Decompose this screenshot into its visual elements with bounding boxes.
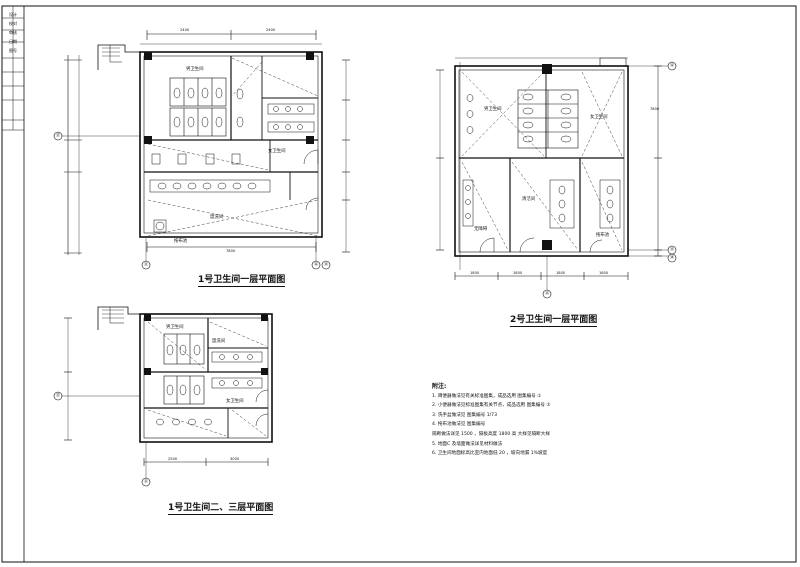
note-item: 2. 小便器做法见标准图集有关节点，成品选用 图集编号 ② <box>432 403 551 409</box>
plan-1-dim-bottom: 7800 <box>226 249 236 253</box>
plan-1-dim-top-2: 2400 <box>266 28 276 32</box>
plan-1-columns <box>144 52 314 144</box>
note-item: 4. 拖布池做法见 图集编号 <box>432 422 486 428</box>
plan-2-title: 1号卫生间二、三层平面图 <box>168 503 274 515</box>
plan-2-dim-bottom-1: 2500 <box>168 457 178 461</box>
plan-3-room-mop: 拖布池 <box>596 231 610 238</box>
plan-1-room-mop: 拖布池 <box>174 237 188 244</box>
plan-3-axis-right-1: ⑫ <box>670 62 675 69</box>
plan-1-axis-bottom-2: ⑫ <box>314 261 319 268</box>
plan-3-room-barrier-free: 无障碍 <box>474 225 488 232</box>
note-item: 5. 地面C 及墙面做法详见材料做法 <box>432 441 503 447</box>
note-item: 隔断做法详见 1500 ，隔板高度 1800 高 大样见隔断大样 <box>432 431 550 437</box>
plan-2-room-male: 男卫生间 <box>166 323 184 330</box>
title-strip-label: 设计 <box>9 12 17 17</box>
title-strip-label: 日期 <box>9 39 17 44</box>
plan-3-room-male: 男卫生间 <box>484 105 502 112</box>
plan-3-dim-bottom-1: 1800 <box>470 271 480 275</box>
plan-2-drawing <box>64 306 273 478</box>
plan-1-title: 1号卫生间一层平面图 <box>198 275 286 287</box>
plan-3-drawing <box>436 57 668 290</box>
plan-3-title: 2号卫生间一层平面图 <box>510 315 598 327</box>
plan-3-axis-right-2: ⑬ <box>670 246 675 253</box>
plan-1-drawing <box>64 30 350 255</box>
notes-block: 附注: 1. 蹲便器做法见有关标准图集，成品选用 图集编号 ① 2. 小便器做法… <box>432 382 551 459</box>
inner-border <box>23 5 797 563</box>
sheet-border <box>1 5 797 563</box>
plan-3-axis-bubbles <box>542 61 677 299</box>
plan-3-axis-bottom: ⑬ <box>545 290 550 297</box>
title-strip-label: 审核 <box>9 30 17 35</box>
note-item: 3. 洗手盆做法见 图集编号 1/73 <box>432 412 498 418</box>
note-item: 1. 蹲便器做法见有关标准图集，成品选用 图集编号 ① <box>432 393 542 399</box>
plan-1-axis-bottom-1: ⑪ <box>144 261 149 268</box>
plan-2-room-female: 女卫生间 <box>226 397 244 404</box>
plan-1-axis-bottom-3: ⑬ <box>324 261 329 268</box>
plan-2-axis-left: ⑰ <box>56 392 61 399</box>
plan-1-room-male: 男卫生间 <box>186 65 204 72</box>
plan-2-axis-bottom: ⑪ <box>144 478 149 485</box>
title-strip-text: 设计 校对 审核 日期 图号 <box>2 10 24 55</box>
plan-3-dim-bottom-2: 1800 <box>513 271 523 275</box>
plan-2-room-wash: 盥洗间 <box>212 337 225 344</box>
plan-1-axis-bubbles <box>53 131 331 270</box>
note-item: 6. 卫生间地面标高比室内地面低 20 ，坡向地漏 1%坡度 <box>432 451 548 457</box>
plan-2-dim-bottom-2: 3000 <box>230 457 240 461</box>
plan-3-dim-right: 7800 <box>650 107 660 111</box>
plan-3-dim-bottom-4: 1800 <box>599 271 609 275</box>
title-strip-label: 校对 <box>9 21 17 26</box>
plan-1-room-female: 女卫生间 <box>268 147 286 154</box>
plan-1-axis-left: ⑰ <box>56 132 61 139</box>
plan-1-room-wash: 盥洗间 <box>210 213 223 220</box>
plan-3-room-clean: 清洁间 <box>522 195 535 202</box>
plan-2-columns <box>144 314 268 375</box>
title-strip-label: 图号 <box>9 48 17 53</box>
title-strip <box>2 6 24 131</box>
plan-1-dim-top-1: 2400 <box>180 28 190 32</box>
plan-3-dim-bottom-3: 1800 <box>556 271 566 275</box>
plan-3-room-female: 女卫生间 <box>590 113 608 120</box>
notes-heading: 附注: <box>432 383 447 390</box>
plan-2-axis-bubbles <box>53 391 151 487</box>
plan-3-columns <box>542 64 552 250</box>
plan-3-axis-right-3: ⑭ <box>670 254 675 261</box>
